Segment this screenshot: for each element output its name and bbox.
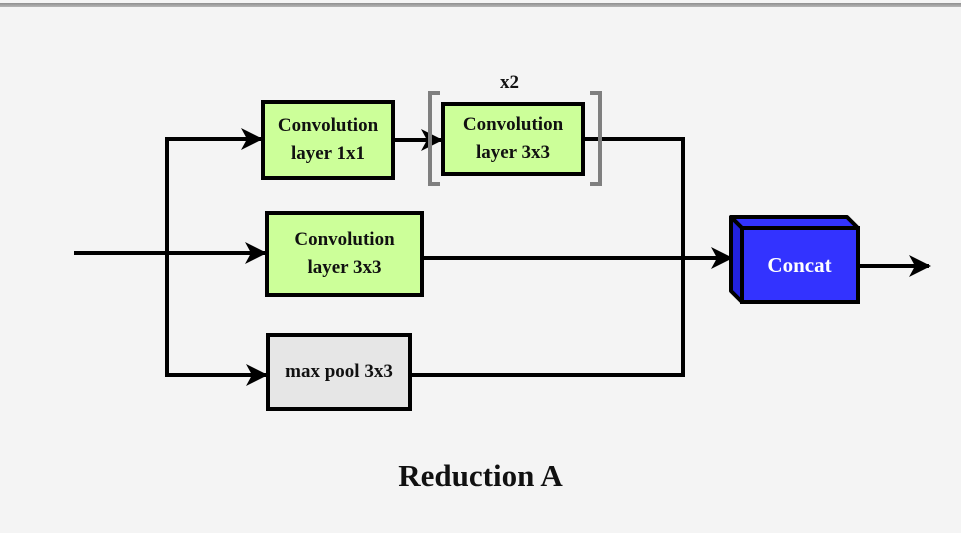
diagram-title: Reduction A [398,458,563,493]
top-border [0,3,961,7]
conv1x1-line2: layer 1x1 [290,143,366,164]
conv3x3-repeat-node: Convolution layer 3x3 [441,102,585,176]
maxpool-label: max pool 3x3 [285,361,393,382]
edge-maxpool-concat [412,258,685,377]
conv1x1-node: Convolution layer 1x1 [261,100,395,180]
maxpool-node: max pool 3x3 [266,333,412,411]
concat-node [729,215,860,304]
conv3x3-node: Convolution layer 3x3 [265,211,424,297]
conv1x1-line1: Convolution [277,115,379,136]
conv3x3-line2: layer 3x3 [307,257,382,278]
edge-conv3x3-repeat-concat [585,137,685,258]
repeat-bracket-right [590,91,602,186]
conv3x3-repeat-line1: Convolution [462,114,564,135]
repeat-label: x2 [500,72,519,93]
repeat-bracket-left [428,91,440,186]
concat-label: Concat [767,252,832,277]
conv3x3-repeat-line2: layer 3x3 [475,142,551,163]
conv3x3-line1: Convolution [294,229,395,250]
